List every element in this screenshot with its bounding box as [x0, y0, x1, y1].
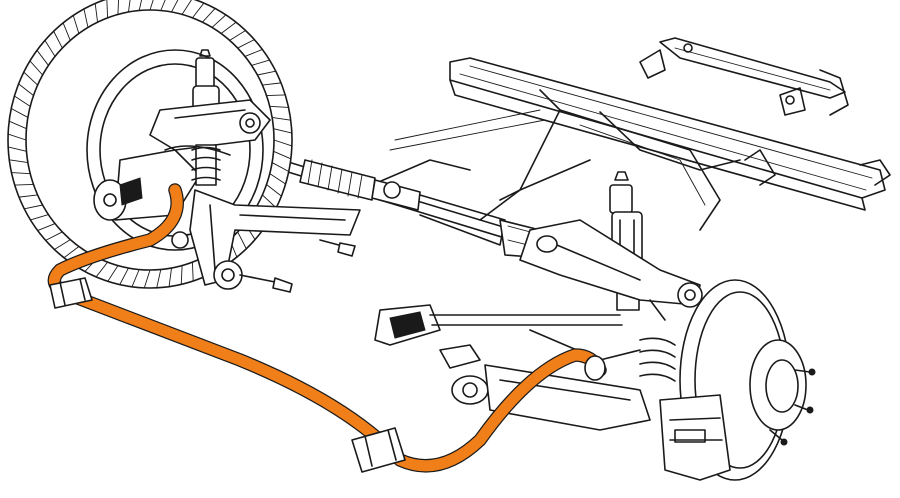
tread-mark [11, 172, 31, 175]
tread-mark [23, 71, 39, 86]
right-lower-arm [374, 304, 676, 431]
tread-mark [237, 231, 247, 250]
tread-mark [83, 8, 89, 28]
tread-mark [168, 267, 172, 288]
tread-mark [220, 21, 237, 34]
tread-mark [273, 139, 293, 147]
tread-mark [266, 94, 286, 96]
tread-mark [271, 162, 290, 172]
tread-mark [14, 184, 34, 186]
tread-mark [261, 82, 282, 86]
tread-mark [18, 194, 39, 198]
tread-mark [266, 184, 282, 197]
tread-mark [261, 194, 277, 209]
tread-mark [160, 0, 166, 11]
tread-mark [7, 133, 27, 141]
tread-mark [256, 70, 277, 76]
tread-mark [30, 214, 49, 221]
tread-mark [95, 261, 109, 278]
anti-roll-bar [47, 183, 607, 473]
tread-mark [36, 49, 49, 66]
tread-mark [156, 269, 162, 289]
bar-mount-clamp-left [49, 277, 93, 309]
tread-mark [201, 8, 216, 23]
tread-mark [180, 265, 183, 285]
tread-mark [269, 105, 289, 108]
tread-mark [271, 116, 292, 121]
left-strut [149, 49, 271, 186]
tread-mark [44, 39, 56, 57]
tread-mark [131, 269, 140, 288]
tread-mark [117, 0, 120, 15]
steering-rack-icon [307, 159, 363, 199]
tread-mark [237, 39, 255, 49]
tread-mark [45, 231, 63, 241]
tread-mark [273, 150, 292, 160]
tread-mark [143, 269, 151, 289]
tread-mark [128, 0, 131, 13]
tread-mark [8, 120, 27, 130]
right-upper-arm [519, 219, 703, 321]
tread-mark [37, 223, 56, 231]
tread-mark [181, 0, 192, 15]
tread-mark [53, 30, 63, 49]
tread-mark [107, 265, 119, 282]
steering-rack [264, 154, 546, 259]
bar-mount-clamp-right [351, 427, 406, 473]
left-lower-arm [171, 189, 361, 293]
tread-mark [273, 128, 293, 134]
tread-mark [7, 146, 27, 152]
tread-mark [251, 59, 270, 66]
tread-mark [244, 49, 263, 57]
tread-mark [10, 108, 29, 118]
tread-mark [23, 204, 44, 210]
tread-mark [191, 2, 205, 19]
tread-mark [72, 15, 80, 34]
tread-mark [63, 246, 80, 259]
tread-mark [138, 0, 143, 11]
tread-mark [53, 239, 71, 250]
tread-mark [94, 3, 99, 23]
tread-mark [269, 173, 287, 185]
tread-mark [229, 30, 247, 41]
tread-mark [13, 95, 31, 107]
tread-mark [106, 0, 109, 19]
coil-spring-icon [639, 337, 676, 382]
tread-mark [8, 159, 29, 164]
tread-mark [149, 0, 154, 11]
caliper-icon [659, 394, 731, 481]
tread-mark [191, 261, 194, 282]
tread-mark [18, 83, 34, 96]
tread-mark [171, 0, 179, 13]
right-brake-assembly [659, 279, 816, 481]
tread-mark [62, 22, 71, 41]
tread-mark [29, 60, 44, 76]
tread-mark [211, 14, 227, 28]
stabilizer-link-bracket [639, 37, 849, 116]
tread-mark [119, 267, 129, 286]
subframe [359, 57, 891, 231]
